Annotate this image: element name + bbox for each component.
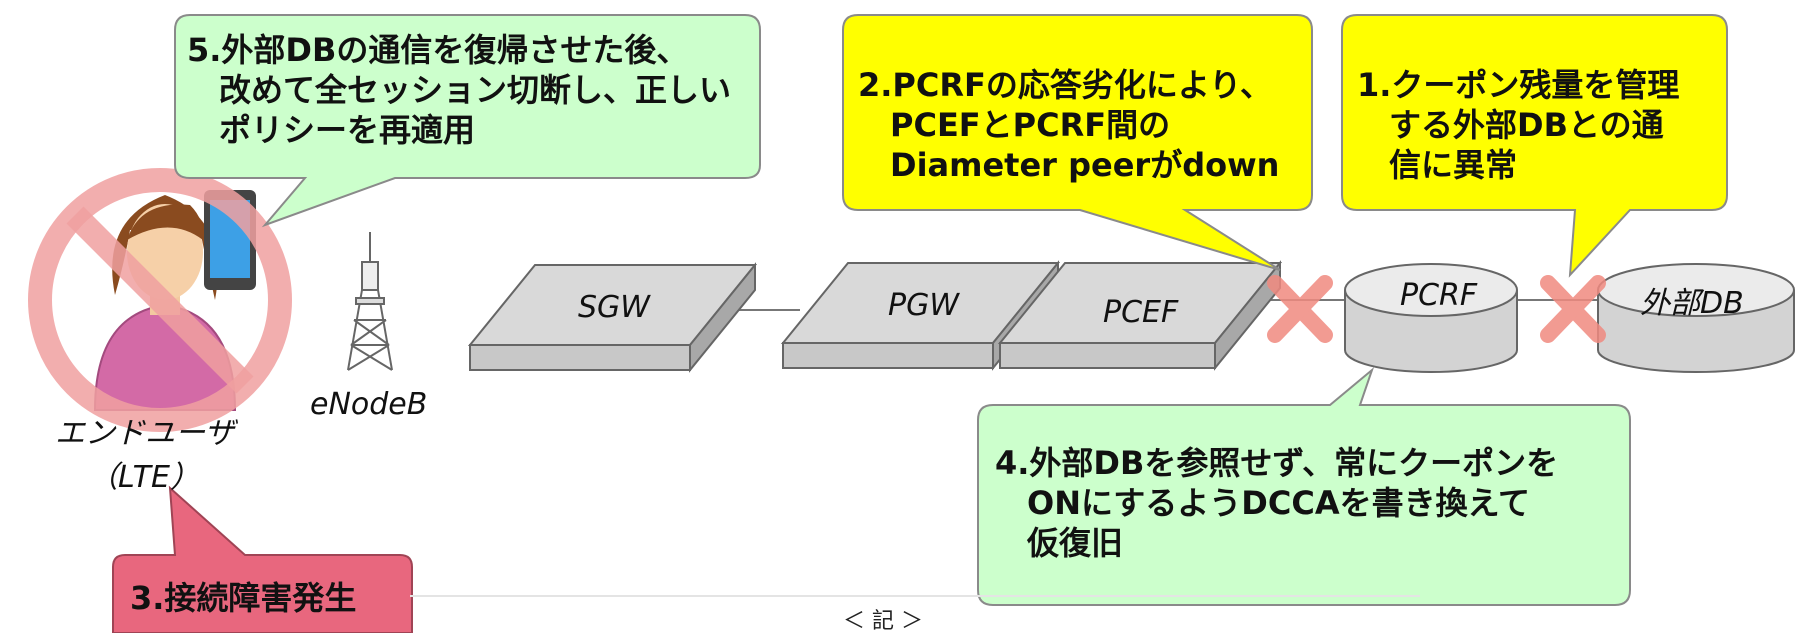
callout-step1-text: 1.クーポン残量を管理 する外部DBとの通 信に異常	[1357, 65, 1679, 185]
callout-step3-text: 3.接続障害発生	[130, 578, 356, 618]
enodeb-tower-icon	[347, 232, 393, 371]
callout-step5-line1: 5.外部DBの通信を復帰させた後、	[187, 31, 689, 69]
pcrf-label: PCRF	[1400, 278, 1478, 313]
enodeb-label: eNodeB	[310, 387, 428, 422]
callout-step3-bubble	[112, 485, 413, 633]
callout-step4-line2: ONにするようDCCAを書き換えて	[995, 484, 1531, 522]
callout-step5-text: 5.外部DBの通信を復帰させた後、 改めて全セッション切断し、正しい ポリシーを…	[187, 30, 731, 150]
prohibited-icon	[28, 168, 292, 432]
pcrf-node	[1344, 263, 1518, 373]
callout-step4-bubble	[977, 366, 1631, 606]
sgw-label: SGW	[578, 290, 650, 325]
external-db-node	[1597, 263, 1795, 373]
failure-mark-pcef-pcrf-icon	[1267, 275, 1333, 343]
callout-step3-line1: 3.接続障害発生	[130, 579, 357, 617]
callout-step2-line1: 2.PCRFの応答劣化により、	[858, 66, 1272, 104]
callout-step2-line3: Diameter peerがdown	[858, 146, 1280, 184]
pcef-label: PCEF	[1103, 295, 1179, 330]
callout-step2-text: 2.PCRFの応答劣化により、 PCEFとPCRF間の Diameter pee…	[858, 65, 1279, 185]
end-user-sublabel: （LTE）	[88, 460, 200, 495]
external-db-label: 外部DB	[1640, 286, 1744, 321]
footer-note: ＜ 記 ＞	[843, 609, 923, 634]
callout-step1-line1: 1.クーポン残量を管理	[1357, 66, 1680, 104]
callout-step5-line3: ポリシーを再適用	[187, 111, 476, 149]
callout-step5-line2: 改めて全セッション切断し、正しい	[187, 71, 732, 109]
callout-step4-text: 4.外部DBを参照せず、常にクーポンを ONにするようDCCAを書き換えて 仮復…	[995, 443, 1558, 563]
callout-step2-line2: PCEFとPCRF間の	[858, 106, 1171, 144]
callout-step2-bubble	[842, 14, 1313, 271]
callout-step1-line2: する外部DBとの通	[1357, 106, 1664, 144]
callout-step4-line1: 4.外部DBを参照せず、常にクーポンを	[995, 444, 1559, 482]
sgw-node	[467, 262, 758, 373]
end-user-label: エンドユーザ	[55, 416, 235, 451]
failure-mark-pcrf-db-icon	[1540, 275, 1606, 343]
callout-step4-line3: 仮復旧	[995, 524, 1124, 562]
callout-step1-bubble	[1341, 14, 1728, 278]
pgw-label: PGW	[888, 288, 960, 323]
callout-step1-line3: 信に異常	[1357, 146, 1518, 184]
callout-step5-bubble	[174, 14, 761, 228]
